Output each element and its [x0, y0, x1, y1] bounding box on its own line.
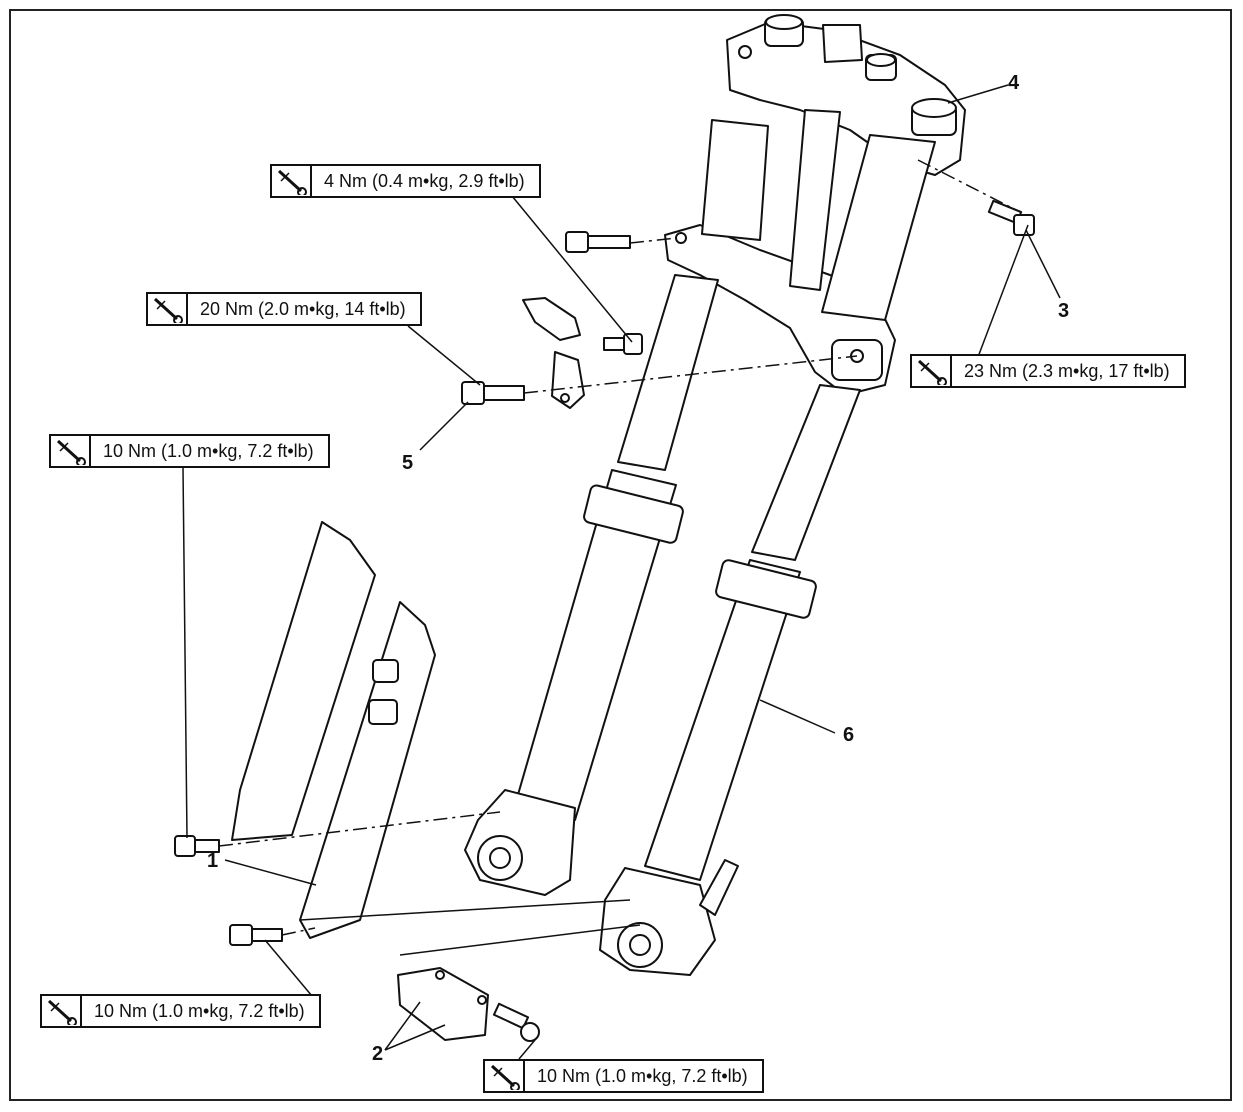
leader-c3 [1025, 229, 1061, 299]
torque-wrench-icon [272, 166, 312, 196]
leader-c2a [384, 1001, 421, 1051]
left-tube-mid [617, 274, 719, 471]
right-inner-tube [821, 134, 936, 321]
cable-guide [522, 297, 585, 409]
callout-5: 5 [402, 452, 414, 474]
steering-stem [789, 109, 841, 291]
torque-value: 4 Nm (0.4 m•kg, 2.9 ft•lb) [324, 170, 525, 191]
bolt-3 [987, 199, 1035, 236]
caliper-mount [699, 859, 739, 916]
leader-c4 [947, 84, 1009, 104]
bolt-5 [461, 381, 525, 405]
torque-box-23nm: 23 Nm (2.3 m•kg, 17 ft•lb) [910, 354, 1186, 388]
leader-t3 [977, 224, 1029, 358]
leader-t1 [511, 195, 633, 343]
assembly-line-bolt-3 [917, 159, 1021, 213]
torque-value: 10 Nm (1.0 m•kg, 7.2 ft•lb) [537, 1065, 748, 1086]
torque-wrench-icon [148, 294, 188, 324]
torque-wrench-icon [42, 996, 82, 1026]
leader-c1 [224, 859, 317, 886]
left-axle-holder [464, 789, 576, 896]
callout-4: 4 [1008, 72, 1020, 94]
leader-c5 [419, 401, 469, 451]
assembly-line-protector-hub [299, 899, 631, 921]
upper-bracket [726, 14, 966, 176]
bolt-hose-holder [492, 1002, 540, 1042]
torque-box-4nm: 4 Nm (0.4 m•kg, 2.9 ft•lb) [270, 164, 541, 198]
left-inner-tube [701, 119, 769, 241]
callout-1: 1 [207, 850, 219, 872]
leader-t2 [407, 325, 481, 386]
callout-3: 3 [1058, 300, 1070, 322]
bolt-protector-lower [229, 924, 283, 946]
torque-wrench-icon [51, 436, 91, 466]
leader-c6 [759, 699, 836, 734]
callout-2: 2 [372, 1043, 384, 1065]
leader-t4 [182, 467, 188, 839]
hose-holder [397, 967, 489, 1041]
torque-value: 10 Nm (1.0 m•kg, 7.2 ft•lb) [94, 1000, 305, 1021]
torque-box-10nm-upper: 10 Nm (1.0 m•kg, 7.2 ft•lb) [49, 434, 330, 468]
leader-c2b [384, 1024, 446, 1051]
right-fork-guide [715, 559, 817, 619]
assembly-line-protector-upper [218, 811, 501, 847]
fork-protector-outer [231, 521, 376, 841]
torque-wrench-icon [485, 1061, 525, 1091]
torque-value: 20 Nm (2.0 m•kg, 14 ft•lb) [200, 298, 406, 319]
assembly-line-hose-holder [399, 924, 641, 956]
right-tube-mid [751, 384, 861, 561]
torque-box-10nm-hose: 10 Nm (1.0 m•kg, 7.2 ft•lb) [483, 1059, 764, 1093]
bolt-lower-clamp [565, 231, 631, 253]
torque-value: 23 Nm (2.3 m•kg, 17 ft•lb) [964, 360, 1170, 381]
left-fork-guide [583, 484, 684, 544]
right-outer-tube [644, 559, 801, 881]
assembly-line-protector-lower [281, 927, 316, 936]
torque-box-10nm-lower: 10 Nm (1.0 m•kg, 7.2 ft•lb) [40, 994, 321, 1028]
callout-6: 6 [843, 724, 855, 746]
torque-wrench-icon [912, 356, 952, 386]
leader-t6 [518, 1039, 536, 1060]
bolt-protector-upper [174, 835, 220, 857]
assembly-line-bolt-5 [523, 355, 858, 394]
torque-box-20nm: 20 Nm (2.0 m•kg, 14 ft•lb) [146, 292, 422, 326]
torque-value: 10 Nm (1.0 m•kg, 7.2 ft•lb) [103, 440, 314, 461]
lower-bracket [664, 224, 896, 396]
bolt-cable-guide [603, 333, 643, 355]
leader-t5 [264, 939, 313, 997]
assembly-line-lower-clamp [629, 237, 677, 244]
